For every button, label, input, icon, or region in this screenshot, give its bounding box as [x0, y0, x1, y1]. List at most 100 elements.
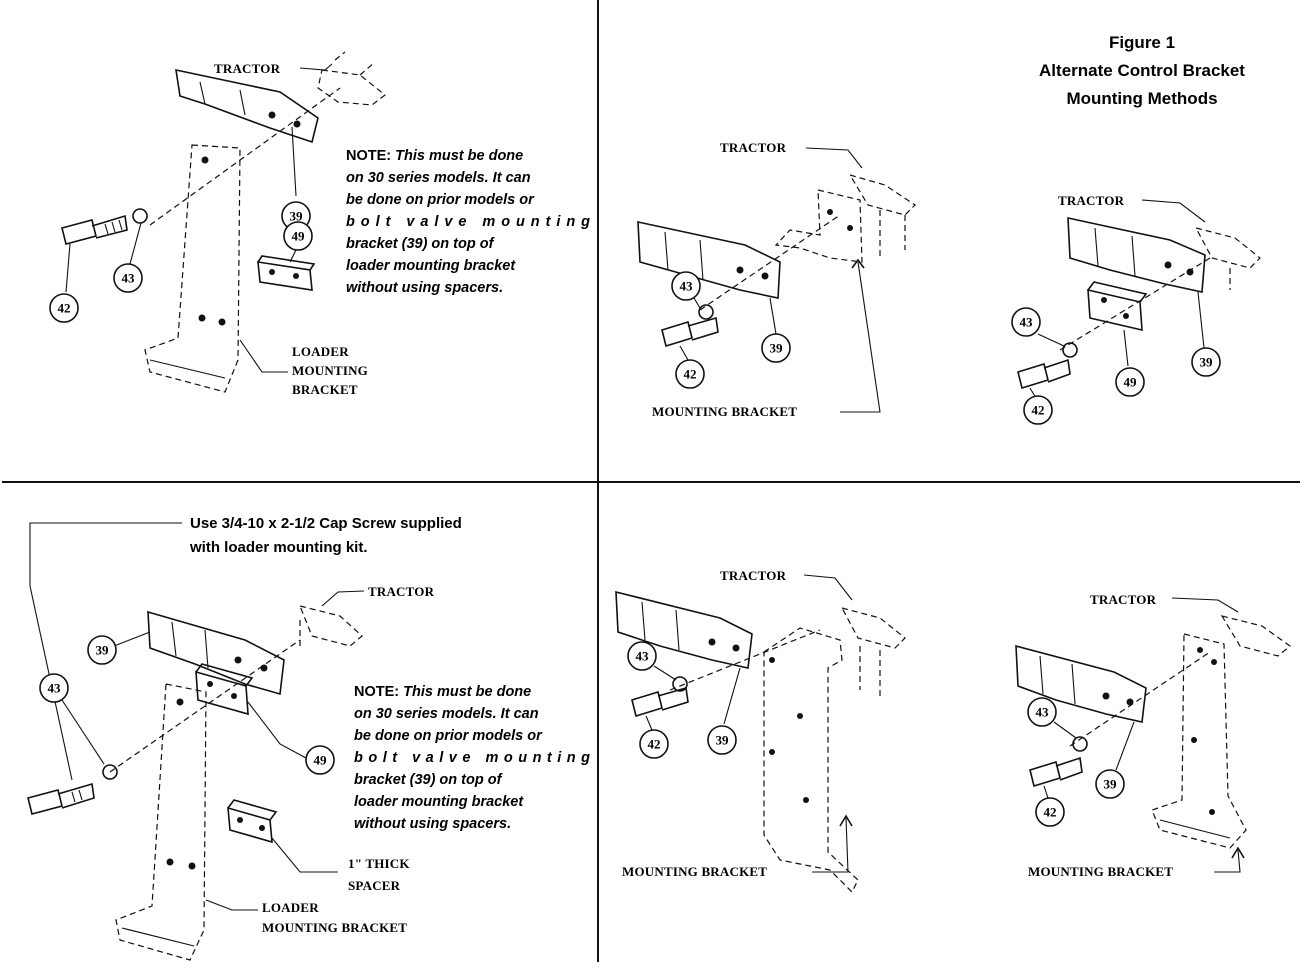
cap-screw	[27, 782, 95, 815]
tractor-leader	[1171, 597, 1239, 613]
callout-leader	[1053, 721, 1077, 739]
note-line: on 30 series models. It can	[346, 170, 531, 186]
note-line: be done on prior models or	[346, 192, 535, 208]
tractor-leader	[805, 147, 863, 169]
tractor-label: TRACTOR	[214, 61, 281, 76]
callout-39	[1095, 769, 1125, 799]
valve-mounting-bracket	[1067, 216, 1206, 293]
tractor-label: TRACTOR	[1058, 193, 1125, 208]
loader-mounting-bracket	[144, 144, 241, 393]
bracket-hole	[1126, 698, 1134, 706]
callout-43-text: 43	[1036, 705, 1050, 720]
spacer-hole	[231, 693, 237, 699]
note-prefix: NOTE:	[346, 148, 391, 164]
bracket-hole	[1102, 692, 1110, 700]
mounting-bracket-hole	[847, 225, 853, 231]
bracket-hole	[268, 111, 276, 119]
spacer-hole	[237, 817, 243, 823]
callout-leader	[1043, 785, 1049, 799]
spacer-hole	[1123, 313, 1129, 319]
callout-49-text: 49	[314, 753, 328, 768]
figure-title: Figure 1 Alternate Control Bracket Mount…	[1039, 33, 1245, 108]
callout-leader	[1123, 329, 1129, 367]
panel-top-right: TRACTOR 43 42 49 39	[1011, 193, 1261, 425]
callout-43	[113, 263, 143, 293]
loader-label-2: MOUNTING BRACKET	[262, 920, 407, 935]
callout-42-text: 42	[58, 301, 71, 316]
bracket-hole	[260, 664, 268, 672]
bolt-axis	[1069, 651, 1211, 747]
callout-43	[1027, 697, 1057, 727]
callout-43	[1011, 307, 1041, 337]
mounting-bracket-hole	[1211, 659, 1217, 665]
callout-39-text: 39	[1200, 355, 1214, 370]
callout-leader	[289, 249, 297, 263]
note-line: loader mounting bracket	[354, 794, 524, 810]
note-line: be done on prior models or	[354, 728, 543, 744]
svg-text:NOTE: This must be done: NOTE: This must be done	[354, 684, 531, 700]
mounting-bracket-hole	[797, 713, 803, 719]
spacer-hole	[259, 825, 265, 831]
loader-bracket-hole	[198, 314, 206, 322]
note-line: This must be done	[403, 684, 531, 700]
valve-bracket-bend	[664, 231, 704, 281]
valve-mounting-bracket	[615, 590, 753, 669]
tractor-leader	[299, 63, 333, 71]
callout-39-text: 39	[1104, 777, 1118, 792]
mounting-bracket	[774, 189, 863, 263]
callout-42-text: 42	[1032, 403, 1045, 418]
mounting-bracket	[763, 627, 859, 894]
callout-42	[639, 729, 669, 759]
callout-leader	[653, 665, 677, 681]
note-line: without using spacers.	[354, 816, 511, 832]
mounting-bracket-label: MOUNTING BRACKET	[1028, 864, 1173, 879]
callout-39	[1191, 347, 1221, 377]
note-line: This must be done	[395, 148, 523, 164]
spacer-label-1: 1" THICK	[348, 856, 410, 871]
tractor-label: TRACTOR	[368, 584, 435, 599]
spacer-block	[257, 255, 316, 291]
callout-leader	[1115, 721, 1135, 771]
svg-text:NOTE: This must be done: NOTE: This must be done	[346, 148, 523, 164]
bolt-axis	[669, 629, 821, 691]
lock-washer	[1062, 342, 1078, 358]
mounting-bracket-hole	[803, 797, 809, 803]
note-line: on 30 series models. It can	[354, 706, 539, 722]
spacer-hole	[293, 273, 299, 279]
callout-43-text: 43	[122, 271, 136, 286]
mounting-bracket-hole	[827, 209, 833, 215]
callout-42	[1023, 395, 1053, 425]
thick-spacer-block	[227, 799, 278, 844]
mounting-bracket-leader	[1214, 849, 1241, 873]
valve-bracket-bend	[1039, 655, 1076, 705]
callout-49-text: 49	[1124, 375, 1138, 390]
bolt-axis	[149, 87, 341, 226]
bracket-hole	[708, 638, 716, 646]
spacer-leader	[271, 837, 338, 873]
callout-42	[1035, 797, 1065, 827]
tractor-label: TRACTOR	[1090, 592, 1157, 607]
callout-49	[1115, 367, 1145, 397]
note-top: NOTE: This must be done on 30 series mod…	[346, 148, 590, 296]
loader-leader	[239, 339, 288, 373]
valve-mounting-bracket	[175, 68, 319, 144]
mounting-bracket-leader	[812, 817, 849, 873]
note-line: loader mounting bracket	[346, 258, 516, 274]
tractor-frame	[317, 69, 386, 106]
callout-42-text: 42	[1044, 805, 1057, 820]
bracket-hole	[1164, 261, 1172, 269]
callout-leader	[679, 345, 689, 361]
note-prefix: NOTE:	[354, 684, 399, 700]
callout-39-text: 39	[96, 643, 110, 658]
note-line: bolt valve mounting	[346, 214, 590, 230]
callout-43	[671, 271, 701, 301]
leader-arrowhead	[851, 258, 865, 269]
figure-title-line1: Figure 1	[1109, 33, 1175, 52]
callout-42-text: 42	[648, 737, 661, 752]
note-line: bracket (39) on top of	[346, 236, 496, 252]
loader-label-2: MOUNTING	[292, 363, 368, 378]
callout-42	[675, 359, 705, 389]
mounting-bracket-label: MOUNTING BRACKET	[652, 404, 797, 419]
panel-top-middle: TRACTOR 43 42 39 MOUNTING BRACKET	[637, 140, 916, 419]
spacer-label-2: SPACER	[348, 878, 401, 893]
